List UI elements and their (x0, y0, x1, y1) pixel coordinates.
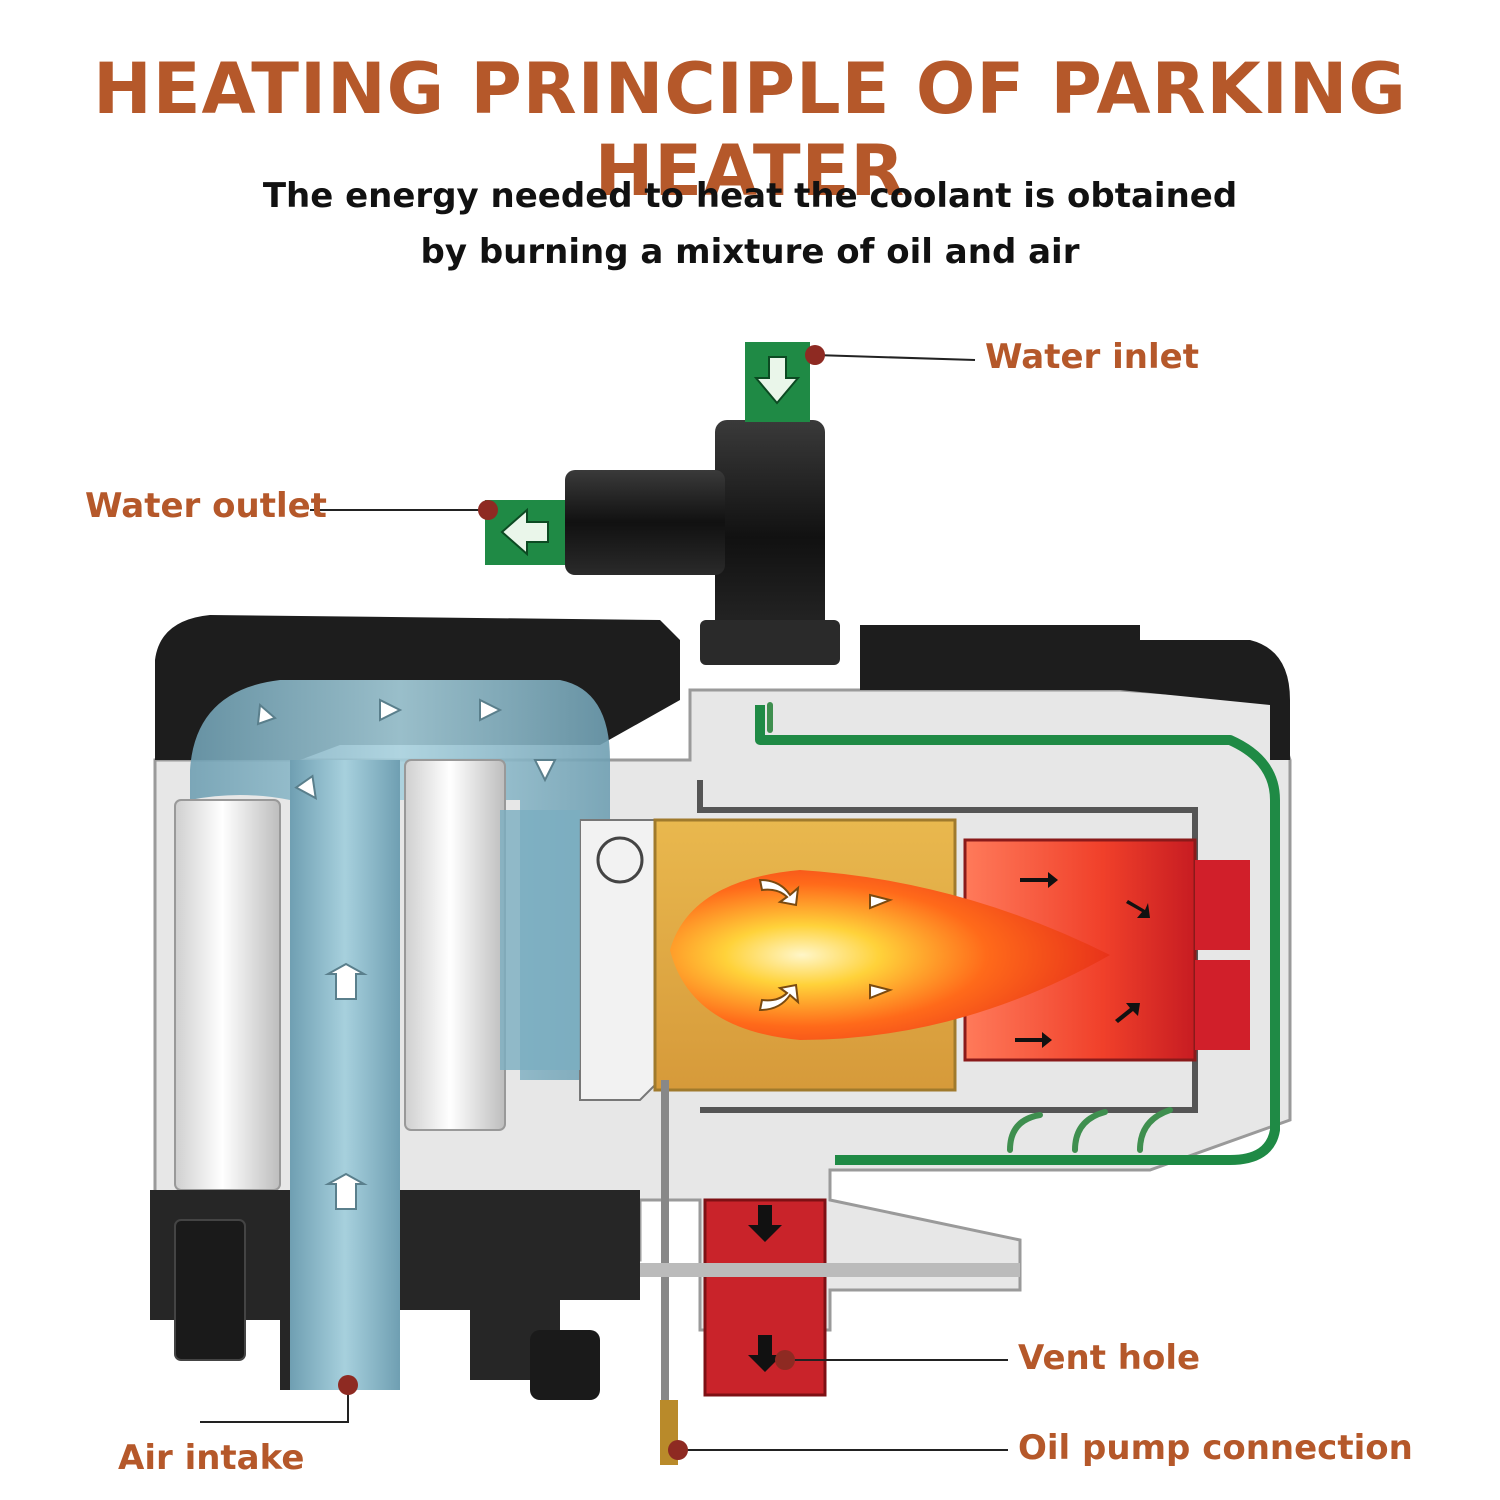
label-vent-hole: Vent hole (1018, 1338, 1201, 1378)
water-pipe-horizontal (565, 470, 725, 575)
flow-arrow-icon (758, 878, 894, 1012)
motor-cylinder-center (404, 759, 506, 1131)
exhaust-wall-bottom (1195, 960, 1250, 1050)
flow-arrow-icon (767, 702, 1173, 1153)
coolant-channel (755, 705, 1280, 1165)
subtitle-line-1: The energy needed to heat the coolant is… (262, 176, 1238, 216)
label-air-intake: Air intake (118, 1438, 305, 1478)
subtitle: The energy needed to heat the coolant is… (0, 168, 1500, 280)
subtitle-line-2: by burning a mixture of oil and air (420, 232, 1080, 272)
label-water-inlet: Water inlet (985, 337, 1199, 377)
burner-blue-panel (500, 810, 580, 1070)
arrow-down-icon (748, 1205, 782, 1372)
motor-foot (530, 1330, 600, 1400)
flow-arrow-icon (256, 698, 557, 1210)
callout-water-inlet (805, 345, 976, 365)
motor-cylinder-left (174, 799, 281, 1191)
water-pipe-vertical (715, 420, 825, 655)
arrow-down-icon (753, 356, 801, 405)
label-water-outlet: Water outlet (85, 486, 327, 526)
coolant-channel-inner (697, 780, 1198, 1113)
glow-plug (596, 836, 644, 884)
callout-air-intake (200, 1375, 358, 1423)
page-title: HEATING PRINCIPLE OF PARKING HEATER (93, 48, 1407, 212)
exhaust-wall-top (1195, 860, 1250, 950)
callout-oil-pump (668, 1440, 1008, 1460)
burner-mount (579, 819, 661, 1101)
callout-vent-hole (775, 1350, 1008, 1370)
top-cover-right (860, 625, 1290, 760)
air-intake-pipe-lower (290, 1190, 400, 1390)
flow-arrow-icon (1015, 872, 1150, 1048)
arrow-left-icon (500, 507, 549, 557)
motor-connector (174, 1219, 246, 1361)
callout-water-outlet (310, 500, 498, 520)
label-oil-pump-connection: Oil pump connection (1018, 1428, 1413, 1468)
water-pipe-collar (700, 620, 840, 665)
